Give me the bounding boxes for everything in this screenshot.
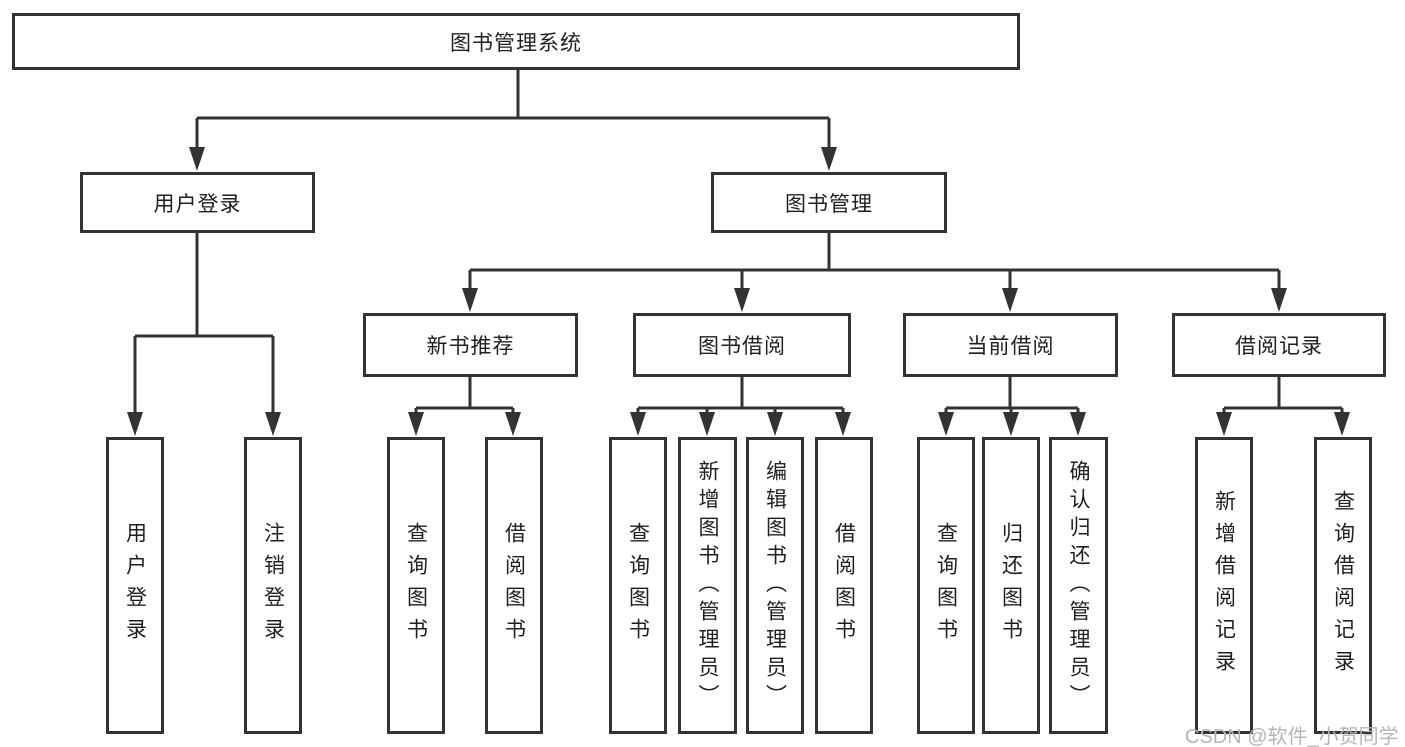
leaf-logout-label: 注销登录 — [261, 521, 285, 650]
leaf-logout: 注销登录 — [244, 437, 302, 734]
node-root-label: 图书管理系统 — [450, 31, 582, 55]
leaf-user-login-label: 用户登录 — [123, 521, 147, 650]
leaf-cb-confirm-return-admin: 确认归还（管理员） — [1049, 437, 1108, 734]
leaf-br-query-record-label: 查询借阅记录 — [1331, 489, 1355, 682]
node-user-login: 用户登录 — [80, 172, 315, 233]
watermark: CSDN @软件_小贺同学 — [1185, 726, 1399, 747]
leaf-cb-return-book: 归还图书 — [982, 437, 1040, 734]
leaf-nbr-borrow-book: 借阅图书 — [485, 437, 543, 734]
node-book-borrowing: 图书借阅 — [633, 313, 851, 377]
leaf-cb-query-book: 查询图书 — [917, 437, 975, 734]
node-current-borrowing: 当前借阅 — [903, 313, 1118, 377]
leaf-bb-add-book-admin-label: 新增图书（管理员） — [696, 459, 719, 712]
leaf-bb-edit-book-admin: 编辑图书（管理员） — [746, 437, 804, 734]
leaf-nbr-query-book: 查询图书 — [387, 437, 445, 734]
leaf-br-query-record: 查询借阅记录 — [1314, 437, 1372, 734]
leaf-cb-query-book-label: 查询图书 — [934, 521, 958, 650]
leaf-bb-borrow-book: 借阅图书 — [815, 437, 873, 734]
leaf-cb-confirm-return-admin-label: 确认归还（管理员） — [1067, 459, 1090, 712]
leaf-bb-query-book-label: 查询图书 — [626, 521, 650, 650]
node-root: 图书管理系统 — [12, 13, 1020, 70]
node-book-management-label: 图书管理 — [785, 192, 873, 216]
node-new-book-recommend-label: 新书推荐 — [426, 335, 515, 358]
node-current-borrowing-label: 当前借阅 — [966, 335, 1055, 358]
leaf-user-login: 用户登录 — [106, 437, 164, 734]
node-new-book-recommend: 新书推荐 — [363, 313, 578, 377]
node-borrowing-records-label: 借阅记录 — [1235, 335, 1323, 358]
leaf-bb-add-book-admin: 新增图书（管理员） — [678, 437, 737, 734]
node-book-management: 图书管理 — [711, 172, 947, 233]
leaf-br-add-record-label: 新增借阅记录 — [1212, 489, 1236, 682]
node-borrowing-records: 借阅记录 — [1172, 313, 1386, 377]
leaf-br-add-record: 新增借阅记录 — [1195, 437, 1253, 734]
leaf-cb-return-book-label: 归还图书 — [999, 521, 1023, 650]
node-user-login-label: 用户登录 — [153, 192, 242, 216]
leaf-bb-query-book: 查询图书 — [609, 437, 667, 734]
leaf-bb-borrow-book-label: 借阅图书 — [832, 521, 856, 650]
node-book-borrowing-label: 图书借阅 — [698, 335, 786, 358]
leaf-nbr-query-book-label: 查询图书 — [404, 521, 428, 650]
leaf-bb-edit-book-admin-label: 编辑图书（管理员） — [763, 459, 787, 712]
leaf-nbr-borrow-book-label: 借阅图书 — [502, 521, 526, 650]
